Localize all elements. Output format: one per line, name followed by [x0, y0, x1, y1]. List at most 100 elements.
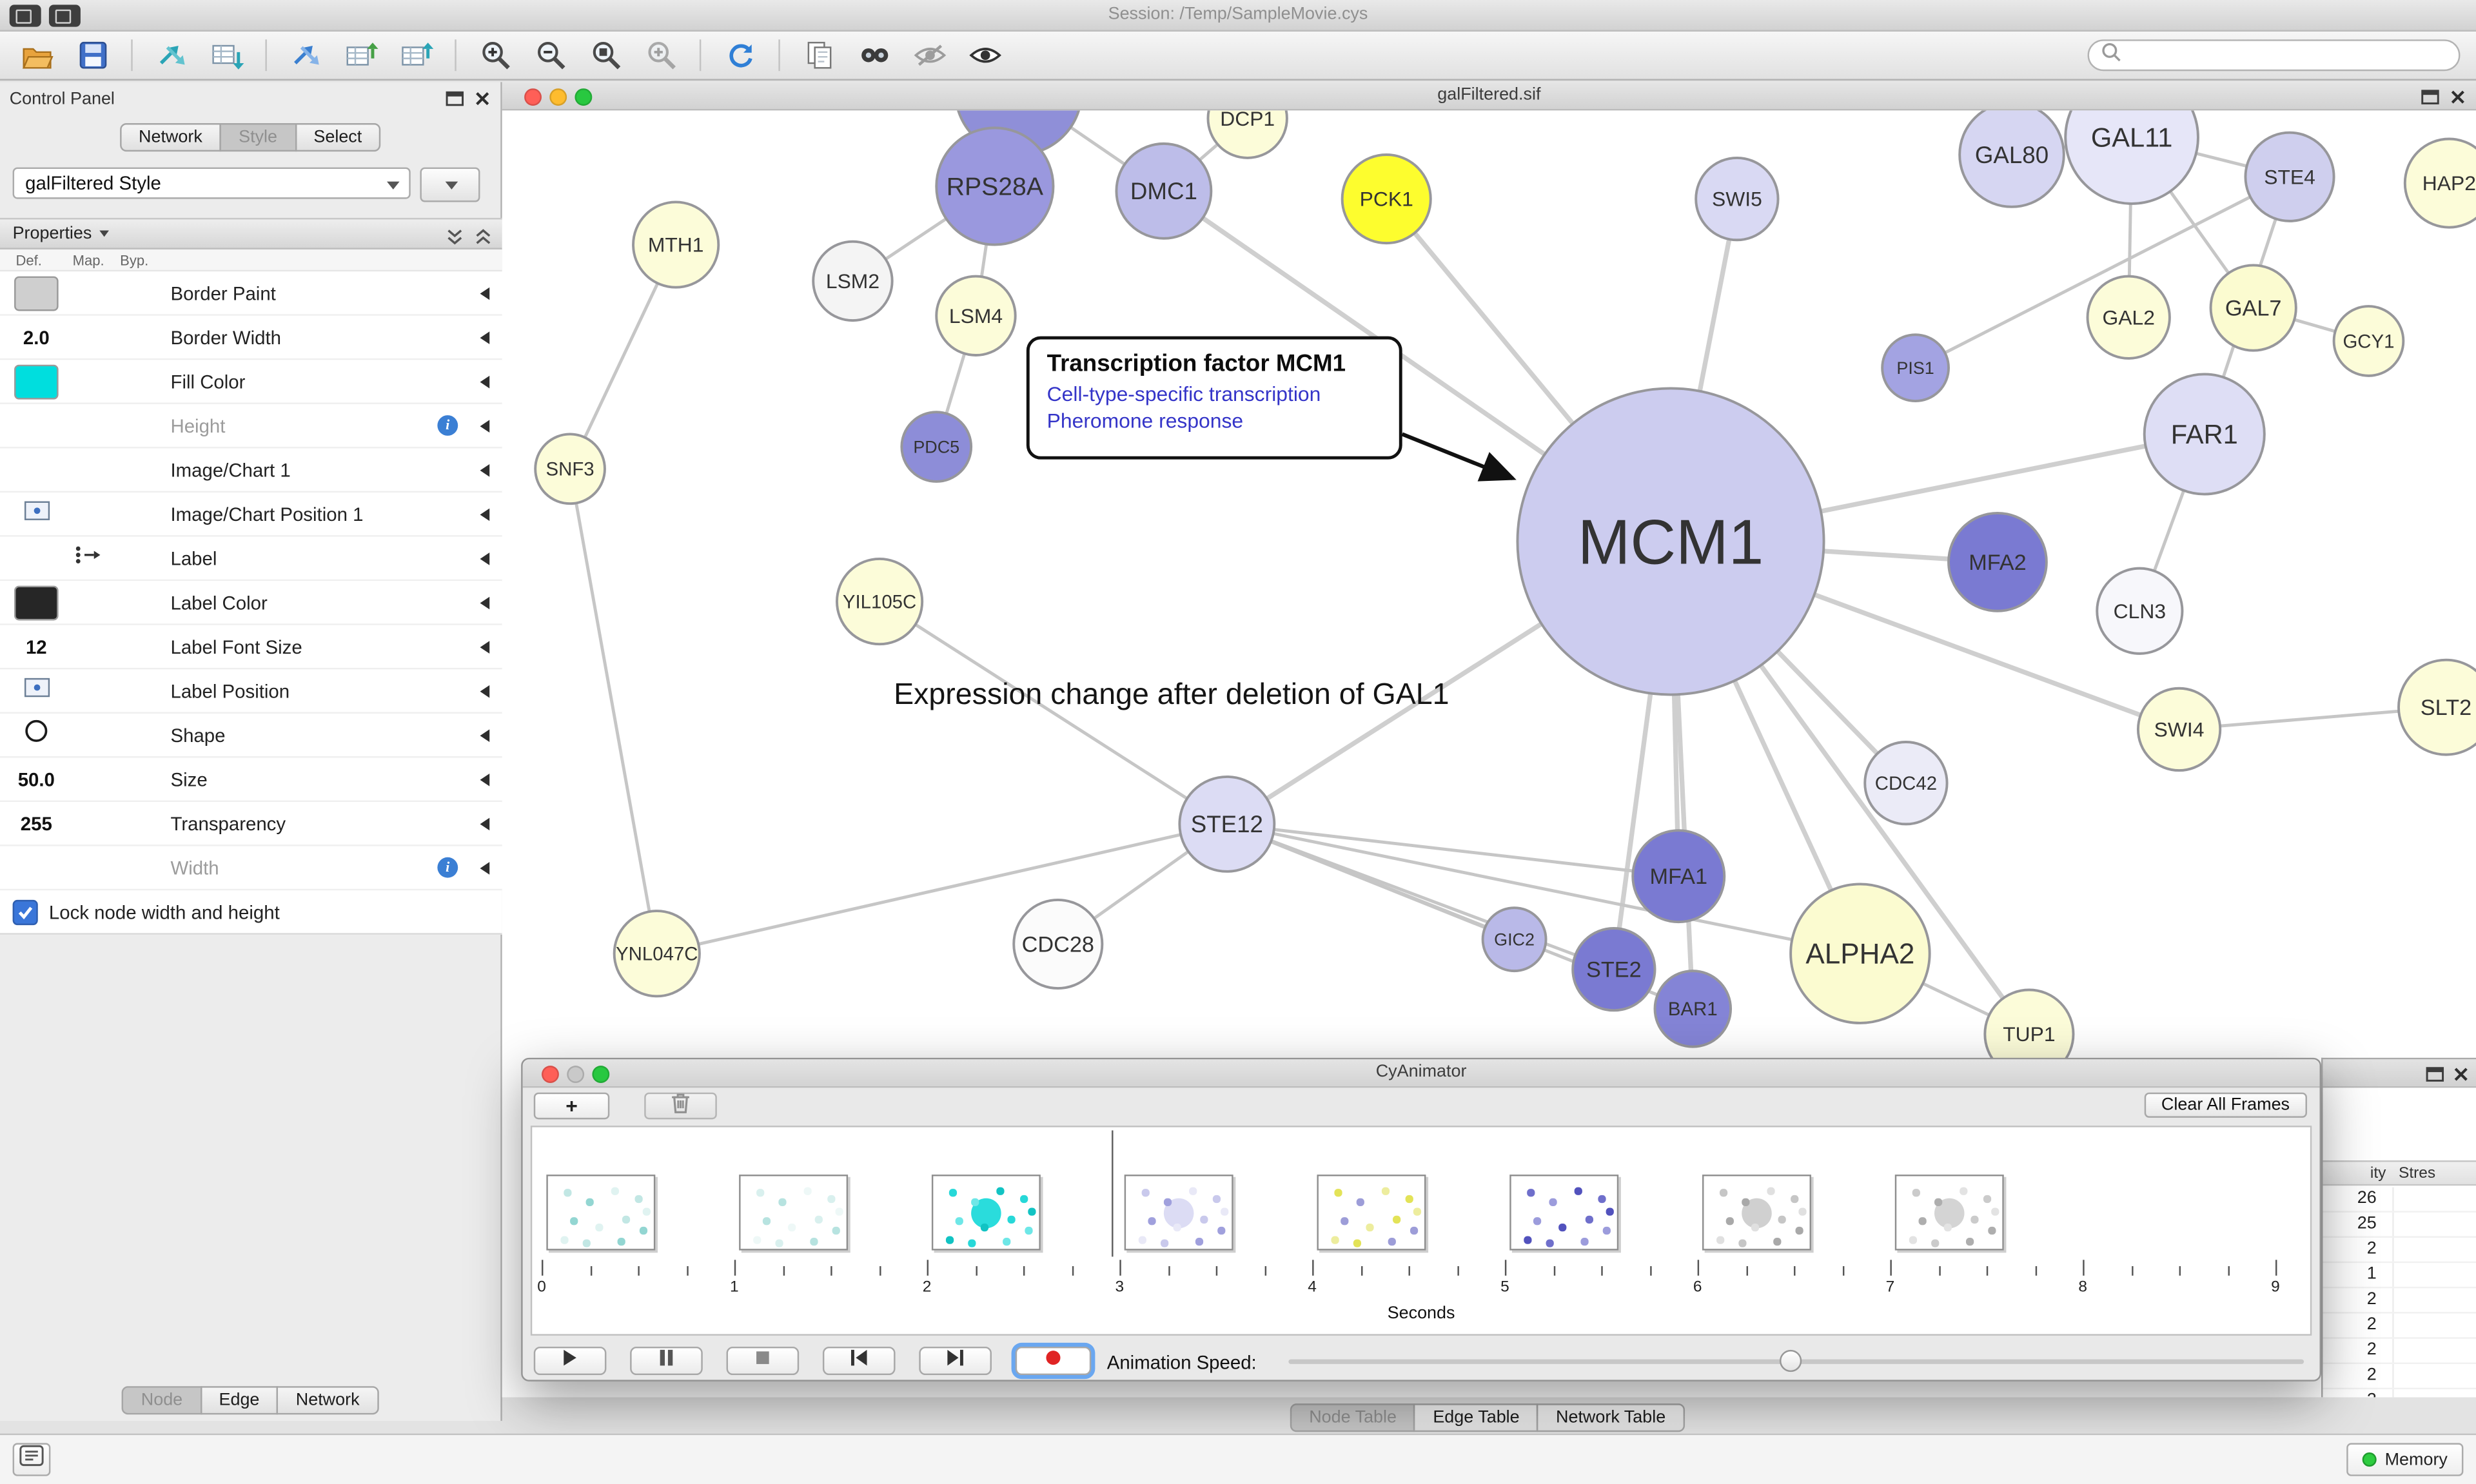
properties-header-bar[interactable]: Properties — [0, 217, 502, 249]
panel-tab-edge[interactable]: Edge — [200, 1386, 279, 1415]
playhead[interactable] — [1112, 1130, 1114, 1257]
network-node-PCK1[interactable]: PCK1 — [1341, 153, 1432, 245]
expand-arrow-icon[interactable] — [480, 641, 490, 654]
panel-toggle-icon[interactable] — [9, 5, 41, 27]
maximize-window-button[interactable] — [575, 88, 593, 106]
network-node-LSM2[interactable]: LSM2 — [812, 240, 894, 322]
save-session-icon[interactable] — [68, 35, 117, 76]
property-row-fill-color[interactable]: Fill Color — [0, 360, 502, 404]
network-edge[interactable] — [1226, 822, 1861, 955]
annotation-link[interactable]: Cell-type-specific transcription — [1046, 381, 1321, 405]
expand-arrow-icon[interactable] — [480, 774, 490, 786]
network-node-GAL80[interactable]: GAL80 — [1958, 110, 2065, 208]
close-panel-icon[interactable] — [2449, 1064, 2471, 1085]
network-node-DMC1[interactable]: DMC1 — [1115, 142, 1213, 240]
float-window-icon[interactable] — [2419, 87, 2441, 108]
float-panel-icon[interactable] — [444, 88, 466, 109]
network-edge[interactable] — [656, 822, 1228, 955]
expand-arrow-icon[interactable] — [480, 375, 490, 389]
network-node-GCY1[interactable]: GCY1 — [2332, 305, 2405, 377]
minimize-window-button[interactable] — [549, 88, 567, 106]
network-node-YNL047C[interactable]: YNL047C — [613, 910, 701, 998]
close-window-button[interactable] — [524, 88, 542, 106]
network-edge[interactable] — [1226, 822, 1679, 878]
network-node-STE2[interactable]: STE2 — [1571, 927, 1656, 1012]
export-network-icon[interactable] — [281, 35, 330, 76]
play-button[interactable] — [533, 1346, 607, 1376]
network-node-BAR1[interactable]: BAR1 — [1653, 970, 1733, 1048]
expand-arrow-icon[interactable] — [480, 420, 490, 433]
delete-frame-button[interactable] — [644, 1092, 717, 1120]
default-value-cell[interactable] — [10, 718, 63, 751]
collapse-all-icon[interactable] — [446, 226, 464, 254]
expand-arrow-icon[interactable] — [480, 508, 490, 522]
network-node-PIS1[interactable]: PIS1 — [1881, 333, 1950, 403]
expand-arrow-icon[interactable] — [480, 596, 490, 610]
network-node-MTH1[interactable]: MTH1 — [632, 200, 720, 289]
default-value-cell[interactable]: 50.0 — [10, 768, 63, 790]
property-row-border-paint[interactable]: Border Paint — [0, 271, 502, 316]
tab-network[interactable]: Network — [119, 123, 222, 152]
animation-frame-1[interactable] — [739, 1175, 849, 1251]
default-value-cell[interactable] — [10, 585, 63, 620]
animation-frame-6[interactable] — [1702, 1175, 1811, 1251]
property-row-image-chart-position-1[interactable]: Image/Chart Position 1 — [0, 493, 502, 537]
minimize-window-button[interactable] — [567, 1066, 585, 1084]
network-node-SWI5[interactable]: SWI5 — [1695, 156, 1780, 242]
network-node-CDC42[interactable]: CDC42 — [1863, 741, 1949, 826]
network-node-CLN3[interactable]: CLN3 — [2096, 567, 2184, 655]
network-node-DCP1[interactable]: DCP1 — [1206, 110, 1288, 159]
expand-arrow-icon[interactable] — [480, 552, 490, 565]
stop-button[interactable] — [726, 1346, 800, 1376]
property-row-image-chart-1[interactable]: Image/Chart 1 — [0, 448, 502, 493]
mapping-cell[interactable] — [66, 544, 111, 572]
property-row-label-position[interactable]: Label Position — [0, 669, 502, 714]
expand-arrow-icon[interactable] — [480, 685, 490, 698]
animation-frame-0[interactable] — [546, 1175, 656, 1251]
panel-tab-network[interactable]: Network — [277, 1386, 378, 1415]
style-dropdown[interactable]: galFiltered Style — [12, 167, 411, 199]
import-table-icon[interactable] — [202, 35, 251, 76]
network-node-LSM4[interactable]: LSM4 — [935, 275, 1017, 356]
close-window-icon[interactable] — [2446, 87, 2468, 108]
default-value-cell[interactable] — [10, 275, 63, 311]
hide-selected-icon[interactable] — [905, 35, 954, 76]
previous-frame-button[interactable] — [822, 1346, 896, 1376]
network-node-GIC2[interactable]: GIC2 — [1481, 906, 1548, 973]
expand-arrow-icon[interactable] — [480, 862, 490, 875]
maximize-window-button[interactable] — [592, 1066, 610, 1084]
first-neighbors-icon[interactable] — [850, 35, 899, 76]
add-frame-button[interactable]: + — [533, 1092, 610, 1120]
default-value-cell[interactable] — [10, 500, 63, 528]
network-node-RPS28A[interactable]: RPS28A — [935, 126, 1055, 246]
default-value-cell[interactable]: 255 — [10, 812, 63, 834]
show-all-icon[interactable] — [960, 35, 1009, 76]
property-row-shape[interactable]: Shape — [0, 713, 502, 758]
network-edge[interactable] — [878, 600, 1228, 826]
network-node-GAL2[interactable]: GAL2 — [2086, 275, 2171, 360]
animation-frame-4[interactable] — [1317, 1175, 1426, 1251]
memory-button[interactable]: Memory — [2346, 1443, 2464, 1476]
network-node-ALPHA2[interactable]: ALPHA2 — [1789, 883, 1931, 1024]
close-panel-icon[interactable] — [471, 88, 493, 109]
network-node-STE4[interactable]: STE4 — [2244, 131, 2335, 222]
next-frame-button[interactable] — [919, 1346, 992, 1376]
network-edge[interactable] — [1914, 175, 2291, 369]
network-node-STE12[interactable]: STE12 — [1178, 775, 1276, 873]
tab-select[interactable]: Select — [295, 123, 381, 152]
default-value-cell[interactable]: 12 — [10, 636, 63, 658]
network-node-TUP1[interactable]: TUP1 — [1983, 988, 2075, 1080]
style-options-button[interactable] — [420, 167, 480, 202]
open-file-icon[interactable] — [13, 35, 62, 76]
expand-arrow-icon[interactable] — [480, 729, 490, 743]
property-row-label-color[interactable]: Label Color — [0, 581, 502, 625]
export-table-icon[interactable] — [337, 35, 386, 76]
animation-frame-7[interactable] — [1894, 1175, 2004, 1251]
animation-frame-3[interactable] — [1124, 1175, 1233, 1251]
network-node-FAR1[interactable]: FAR1 — [2143, 373, 2266, 496]
